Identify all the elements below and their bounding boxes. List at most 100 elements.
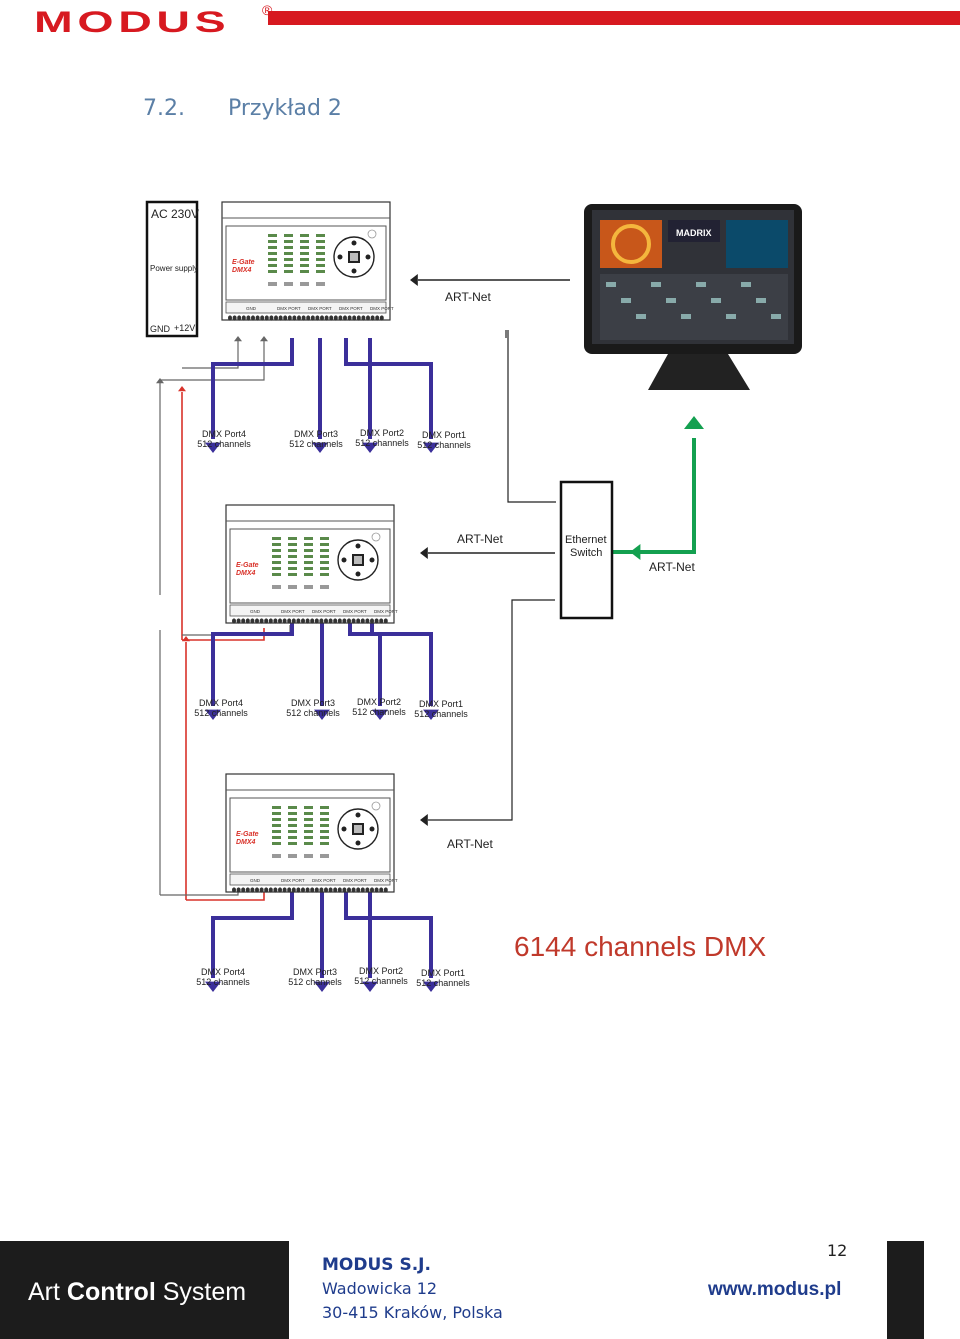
nav-arrow-button	[365, 254, 371, 260]
terminal-screw	[370, 315, 375, 321]
terminal-screw	[319, 618, 324, 624]
artnet-downlink	[428, 599, 555, 821]
terminal-screw	[324, 887, 328, 893]
power-wire-12v	[160, 338, 265, 381]
led-indicator	[272, 836, 281, 839]
led-indicator	[304, 806, 313, 809]
nav-arrow-button	[337, 254, 343, 260]
led-indicator	[288, 842, 297, 845]
terminal-screw	[306, 315, 311, 321]
dmx-port-channels: 512 channels	[416, 978, 470, 988]
jack-label: GND	[250, 878, 261, 883]
terminal-screw	[356, 315, 361, 321]
terminal-screw	[347, 618, 351, 624]
terminal-screw	[347, 887, 351, 893]
led-indicator	[268, 258, 277, 261]
jack-label: DMX PORT	[312, 878, 336, 883]
led-indicator	[304, 549, 313, 552]
led-indicator	[304, 555, 313, 558]
device-brand-label: E-Gate	[236, 831, 259, 838]
dmx-port-name: DMX Port1	[421, 968, 465, 978]
jack-label: DMX PORT	[339, 306, 363, 311]
led-indicator	[284, 252, 293, 255]
terminal-screw	[314, 618, 319, 624]
dmx-port-name: DMX Port1	[422, 430, 466, 440]
dmx-port-name: DMX Port4	[202, 429, 246, 439]
led-indicator	[288, 561, 297, 564]
terminal-screw	[251, 315, 255, 321]
terminal-screw	[273, 618, 278, 624]
terminal-screw	[278, 618, 282, 624]
total-channels-label: 6144 channels DMX	[514, 931, 766, 962]
power-supply-label: Power supply	[150, 264, 198, 273]
terminal-screw	[264, 618, 269, 624]
port-status-label	[284, 282, 293, 286]
terminal-screw	[287, 618, 292, 624]
jack-label: DMX PORT	[370, 306, 394, 311]
terminal-screw	[366, 315, 370, 321]
led-indicator	[304, 543, 313, 546]
terminal-screw	[236, 618, 241, 624]
footer-website[interactable]: www.modus.pl	[708, 1279, 842, 1300]
power-supply-box	[145, 200, 199, 338]
led-indicator	[268, 270, 277, 273]
nav-arrow-button	[369, 826, 375, 832]
dmx-port-channels: 512 channels	[289, 439, 343, 449]
dmx-arrowhead	[423, 442, 439, 453]
terminal-screw	[246, 315, 251, 321]
terminal-screw	[310, 618, 315, 624]
device-model-label: DMX4	[236, 570, 256, 577]
terminal-screw	[236, 887, 241, 893]
terminal-screw	[287, 315, 292, 321]
ethernet-cable	[612, 438, 696, 554]
led-indicator	[272, 555, 281, 558]
dmx-arrowhead	[362, 981, 378, 992]
app-logo-area	[668, 220, 720, 242]
dmx-port-channels: 512 channels	[355, 438, 409, 448]
device-brand-label: E-Gate	[232, 259, 255, 266]
led-indicator	[300, 246, 309, 249]
dmx-cable	[368, 892, 433, 978]
terminal-screw	[375, 315, 380, 321]
terminal-screw	[319, 887, 324, 893]
led-indicator	[300, 264, 309, 267]
dmx-port-channels: 512 channels	[288, 977, 342, 987]
computer-monitor: MADRIX	[584, 204, 802, 390]
terminal-screw	[305, 618, 310, 624]
switch-label-ethernet: Ethernet	[565, 534, 607, 546]
nav-arrow-button	[355, 840, 361, 846]
terminal-screw	[360, 887, 365, 893]
terminal-screw	[268, 887, 273, 893]
led-indicator	[316, 258, 325, 261]
footer-company: MODUS S.J.	[322, 1255, 431, 1275]
led-indicator	[320, 812, 329, 815]
terminal-screw	[383, 887, 388, 893]
led-indicator	[320, 537, 329, 540]
footer-street: Wadowicka 12	[322, 1279, 438, 1298]
nav-arrow-button	[341, 826, 347, 832]
terminal-screw	[314, 887, 319, 893]
nav-ok-inner	[354, 825, 362, 833]
terminal-screw	[347, 315, 352, 321]
terminal-screw	[352, 315, 357, 321]
terminal-screw	[337, 618, 342, 624]
dmx-arrowhead	[205, 981, 221, 992]
dmx-cable	[211, 338, 294, 439]
led-indicator	[272, 812, 281, 815]
section-number: 7.2.	[143, 96, 185, 121]
nav-arrow-button	[355, 571, 361, 577]
dmx-port-channels: 512 channels	[196, 977, 250, 987]
artnet-arrowhead	[420, 547, 428, 559]
led-indicator	[304, 836, 313, 839]
page-footer: Art Control System MODUS S.J. Wadowicka …	[0, 1241, 960, 1339]
footer-contact	[289, 1241, 887, 1339]
terminal-screw	[232, 315, 237, 321]
led-indicator	[288, 830, 297, 833]
terminal-screw	[305, 887, 310, 893]
led-indicator	[288, 555, 297, 558]
v12-label: +12V	[174, 323, 195, 333]
terminal-screw	[337, 887, 342, 893]
led-indicator	[284, 258, 293, 261]
dmx-arrowhead	[312, 442, 328, 453]
device-front-panel	[229, 797, 391, 873]
